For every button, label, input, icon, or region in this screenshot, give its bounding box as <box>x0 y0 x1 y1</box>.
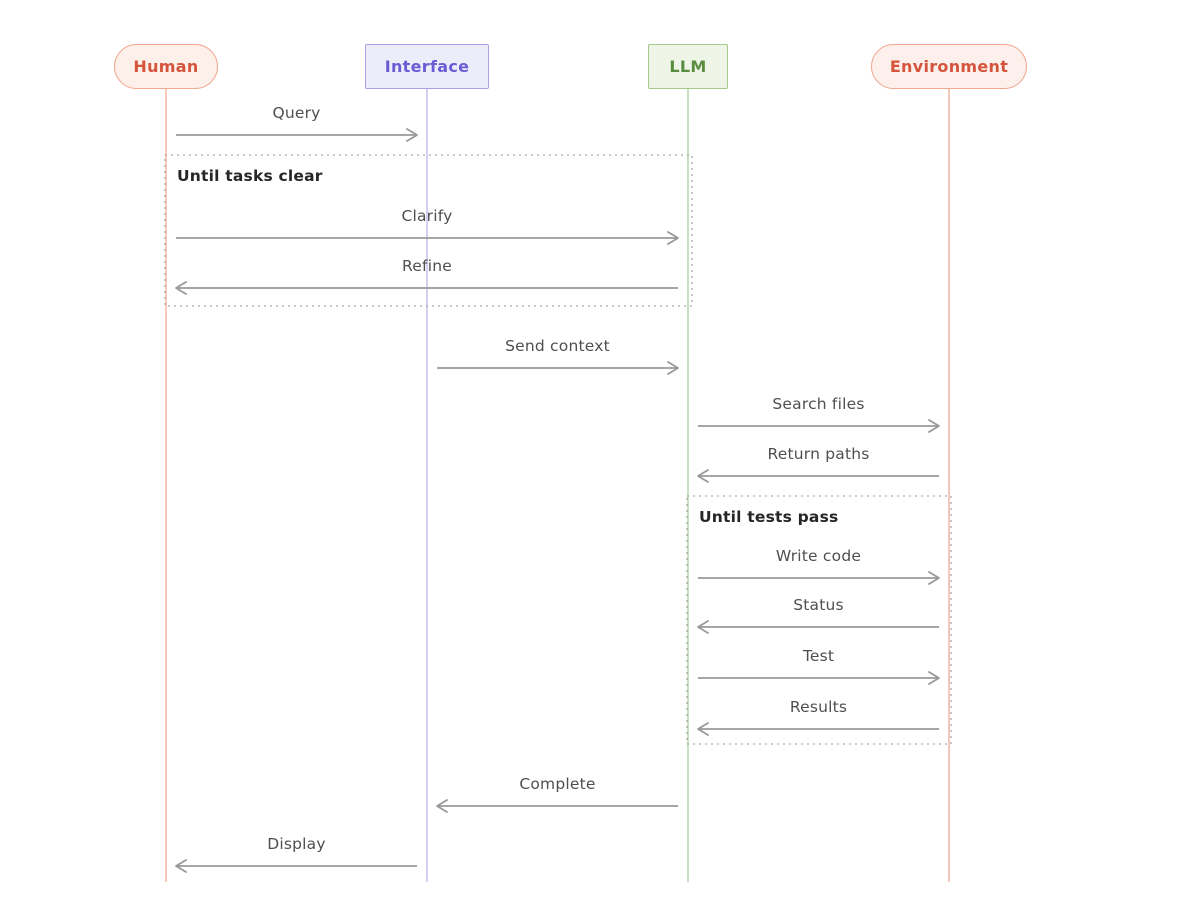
arrowhead-refine <box>175 281 187 295</box>
loop-title-until-tests-pass: Until tests pass <box>699 508 839 526</box>
actor-interface: Interface <box>365 44 489 89</box>
message-label-write-code: Write code <box>775 547 862 565</box>
message-label-status: Status <box>793 596 844 614</box>
loop-box-until-tests-pass <box>686 495 952 745</box>
arrowhead-clarify <box>667 231 679 245</box>
message-label-query: Query <box>272 104 321 122</box>
message-label-refine: Refine <box>402 257 452 275</box>
actor-human: Human <box>114 44 218 89</box>
arrowhead-write-code <box>928 571 940 585</box>
arrowhead-send-context <box>667 361 679 375</box>
arrowhead-display <box>175 859 187 873</box>
message-label-results: Results <box>789 698 848 716</box>
arrowhead-query <box>406 128 418 142</box>
message-label-complete: Complete <box>519 775 596 793</box>
arrowhead-test <box>928 671 940 685</box>
actor-llm: LLM <box>648 44 728 89</box>
arrowhead-search-files <box>928 419 940 433</box>
message-label-clarify: Clarify <box>401 207 453 225</box>
message-label-search-files: Search files <box>772 395 865 413</box>
arrowhead-return-paths <box>697 469 709 483</box>
arrowhead-status <box>697 620 709 634</box>
arrowhead-complete <box>436 799 448 813</box>
loop-title-until-tasks-clear: Until tasks clear <box>177 167 323 185</box>
message-label-display: Display <box>267 835 326 853</box>
actor-environment: Environment <box>871 44 1027 89</box>
message-label-return-paths: Return paths <box>767 445 870 463</box>
message-label-send-context: Send context <box>505 337 610 355</box>
arrowhead-results <box>697 722 709 736</box>
message-label-test: Test <box>802 647 835 665</box>
